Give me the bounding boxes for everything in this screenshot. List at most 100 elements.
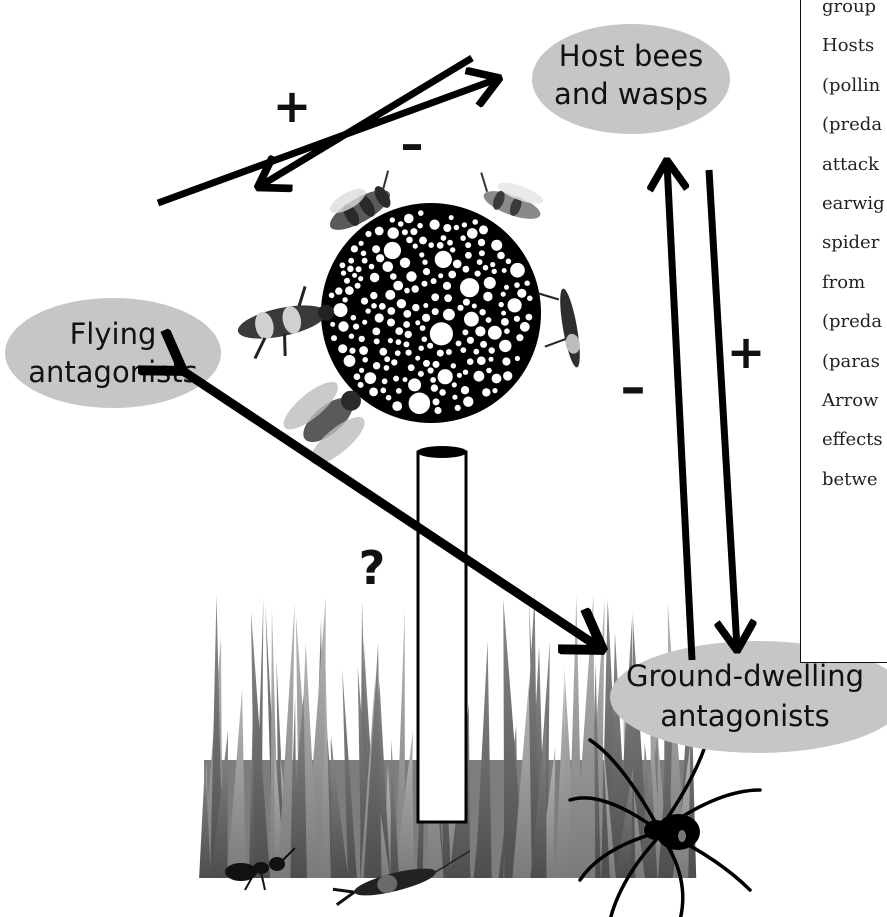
arrow-flying-to-host	[158, 79, 497, 203]
nest-hole	[492, 374, 502, 384]
nest-hole	[441, 235, 447, 241]
nest-hole	[372, 328, 380, 336]
nest-hole	[383, 261, 394, 272]
nest-hole	[451, 363, 456, 368]
nest-hole	[409, 393, 431, 415]
nest-hole	[385, 290, 395, 300]
nest-hole	[516, 334, 523, 341]
nest-hole	[395, 327, 403, 335]
nest-hole	[423, 303, 428, 308]
caption-line: spider	[822, 223, 885, 262]
nest-hole	[446, 349, 452, 355]
nest-hole	[431, 384, 438, 391]
nest-hole	[370, 292, 377, 299]
nest-hole	[463, 397, 473, 407]
nest-hole	[335, 287, 342, 294]
nest-hole	[365, 308, 370, 313]
nest-hole	[477, 356, 486, 365]
nest-hole	[501, 318, 509, 326]
nest-hole	[489, 347, 495, 353]
nest-hole	[428, 242, 434, 248]
nest-hole	[447, 240, 453, 246]
nest-hole	[348, 258, 354, 264]
nest-hole	[504, 328, 510, 334]
nest-hole	[444, 294, 452, 302]
nest-hole	[420, 325, 426, 331]
nest-hole	[344, 278, 350, 284]
nest-hole	[454, 225, 459, 230]
nest-hole	[408, 378, 421, 391]
nest-hole	[431, 278, 437, 284]
nest-hole	[384, 356, 390, 362]
nest-hole	[372, 245, 380, 253]
nest-hole	[467, 358, 474, 365]
nest-hole	[472, 219, 478, 225]
caption-box: groupHosts(pollin(predaattackearwigspide…	[800, 0, 887, 663]
nest-hole	[457, 305, 463, 311]
nest-hole	[491, 240, 502, 251]
nest-hole	[438, 369, 453, 384]
nest-hole	[501, 311, 506, 316]
nest-hole	[361, 251, 367, 257]
nest-hole	[433, 398, 440, 405]
nest-hole	[477, 259, 483, 265]
nest-hole	[369, 388, 378, 397]
nest-hole	[330, 322, 335, 327]
wasp-icon	[535, 287, 583, 372]
nest-hole	[502, 268, 507, 273]
ground-antagonists-label-line2: antagonists	[660, 699, 829, 733]
nest-hole	[467, 228, 478, 239]
nest-hole	[455, 405, 461, 411]
nest-hole	[396, 339, 402, 345]
nest-hole	[349, 348, 355, 354]
nest-hole	[359, 336, 365, 342]
nest-hole	[379, 303, 386, 310]
nest-hole	[473, 349, 479, 355]
nest-hole	[428, 367, 434, 373]
nest-hole	[463, 299, 470, 306]
nest-hole	[358, 382, 364, 388]
nest-hole	[391, 359, 397, 365]
caption-line: betwe	[822, 460, 885, 499]
nest-hole	[413, 244, 418, 249]
nest-hole	[479, 225, 488, 234]
nest-hole	[443, 309, 455, 321]
nest-hole	[443, 282, 451, 290]
nest-hole	[479, 309, 485, 315]
nest-hole	[392, 401, 402, 411]
nest-hole	[415, 356, 420, 361]
nest-hole	[433, 361, 440, 368]
nest-hole	[358, 276, 363, 281]
caption-line: effects	[822, 420, 885, 459]
nest-hole	[379, 348, 387, 356]
nest-hole	[515, 356, 520, 361]
nest-hole	[514, 316, 520, 322]
nest-hole	[456, 341, 462, 347]
nest-hole	[431, 293, 439, 301]
nest-hole	[356, 266, 362, 272]
nest-hole	[526, 314, 533, 321]
nest-hole	[422, 260, 427, 265]
nest-hole	[329, 293, 335, 299]
nest-hole	[371, 303, 377, 309]
nest-hole	[423, 360, 430, 367]
nest-hole	[437, 350, 444, 357]
nest-hole	[415, 320, 420, 325]
nest-hole	[419, 346, 424, 351]
nest-hole	[390, 217, 395, 222]
nest-hole	[412, 304, 419, 311]
nest-hole	[472, 304, 477, 309]
nest-hole	[435, 251, 452, 268]
caption-line: Arrow	[822, 381, 885, 420]
nest-hole	[355, 283, 361, 289]
nest-hole	[365, 231, 371, 237]
host-bees-node: Host bees and wasps	[532, 24, 730, 134]
nest-hole	[422, 336, 428, 342]
ground-antagonists-label-line1: Ground-dwelling	[626, 659, 864, 693]
nest-hole	[462, 222, 467, 227]
nest-hole	[432, 308, 439, 315]
nest-hole	[375, 313, 384, 322]
caption-line: group	[822, 0, 885, 26]
nest-hole	[480, 341, 487, 348]
nest-hole	[489, 357, 494, 362]
